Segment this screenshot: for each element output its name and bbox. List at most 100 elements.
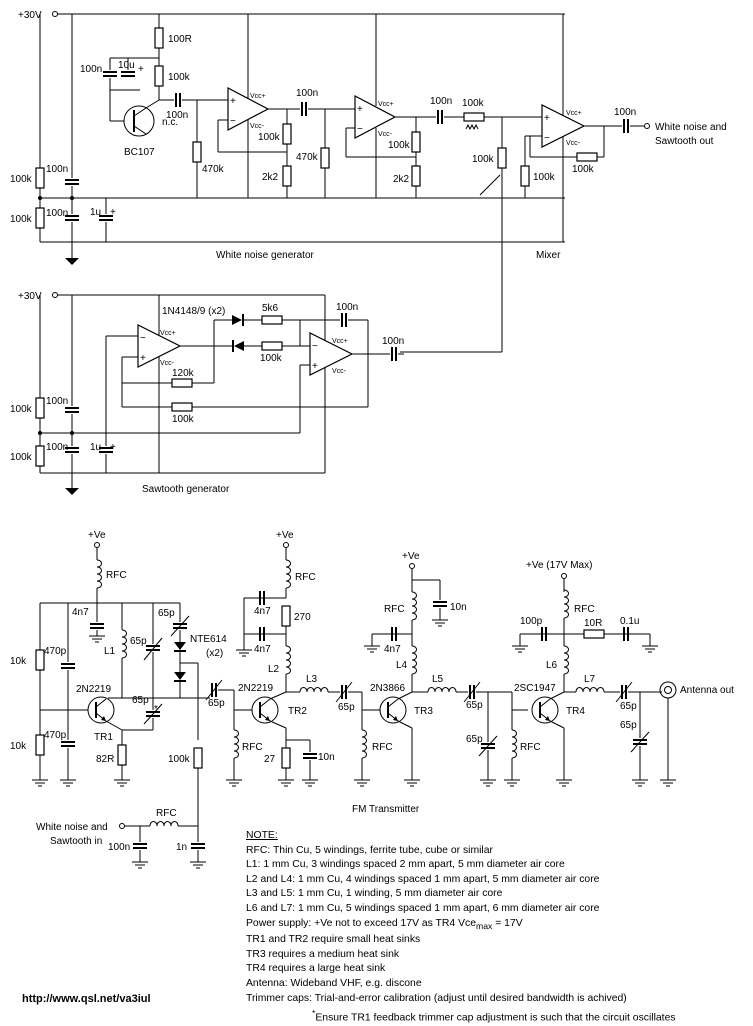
l3-label: L3 <box>306 674 318 685</box>
c65p-7-label: 65p <box>466 734 483 745</box>
c65p-5-label: 65p <box>338 702 355 713</box>
opamp-2: + − Vcc+ Vcc- <box>354 95 397 139</box>
r5k6-label: 5k6 <box>262 303 279 314</box>
tr-2n3866-label: 2N3866 <box>370 683 405 694</box>
c-div1-label: 100n <box>46 164 68 175</box>
white-noise-generator: +30V 100k 100k 100n 100n 1u + 100R <box>10 10 727 353</box>
r100k-a-label: 100k <box>168 72 191 83</box>
l4-label: L4 <box>396 660 408 671</box>
in-label-2: Sawtooth in <box>50 836 102 847</box>
transistor-tr3 <box>379 696 407 724</box>
svg-text:Vcc+: Vcc+ <box>250 93 266 100</box>
fm-transmitter-title: FM Transmitter <box>352 804 420 815</box>
input-terminal <box>119 823 125 829</box>
notes-heading: NOTE: <box>246 830 278 841</box>
note-footnote: *Ensure TR1 feedback trimmer cap adjustm… <box>312 1008 676 1024</box>
ve2-label: +Ve <box>276 530 294 541</box>
svg-text:−: − <box>312 341 318 352</box>
rfc2-label: RFC <box>242 742 263 753</box>
notes-block: NOTE: RFC: Thin Cu, 5 windings, ferrite … <box>246 829 746 1026</box>
nc-label: n.c. <box>162 117 178 128</box>
c1u-a-label: 1u <box>90 207 101 218</box>
x2-label: (x2) <box>206 648 223 659</box>
source-url[interactable]: http://www.qsl.net/va3iul <box>22 993 151 1005</box>
transistor-tr2 <box>251 696 279 724</box>
c65p-3-label: 65p <box>132 695 149 706</box>
transistor-tr1 <box>87 696 115 724</box>
c65p-1-label: 65p <box>158 608 175 619</box>
out-label-1: White noise and <box>655 122 727 133</box>
r-div1-label: 100k <box>10 174 33 185</box>
svg-text:Vcc-: Vcc- <box>332 368 347 375</box>
nte614-label: NTE614 <box>190 634 227 645</box>
r10R-label: 10R <box>584 618 602 629</box>
svg-text:+: + <box>357 104 363 115</box>
svg-text:−: − <box>357 124 363 135</box>
svg-text:−: − <box>544 133 550 144</box>
c470p-2-label: 470p <box>44 730 67 741</box>
svg-text:Vcc+: Vcc+ <box>378 101 394 108</box>
c10n-2-label: 10n <box>450 602 467 613</box>
c65p-6-label: 65p <box>466 700 483 711</box>
r27-label: 27 <box>264 754 276 765</box>
c-saw3-label: 100n <box>46 396 68 407</box>
note-line: L3 and L5: 1 mm Cu, 1 winding, 5 mm diam… <box>246 888 503 900</box>
svg-text:Vcc+: Vcc+ <box>332 338 348 345</box>
l6-label: L6 <box>546 660 558 671</box>
opamp-saw-2: −+ Vcc+ Vcc- <box>309 332 354 376</box>
ve3-label: +Ve <box>402 551 420 562</box>
svg-text:Vcc-: Vcc- <box>160 360 175 367</box>
svg-text:+: + <box>230 96 236 107</box>
v30-saw-label: +30V <box>18 291 42 302</box>
c100n-out-label: 100n <box>614 107 636 118</box>
r2k2-b-label: 2k2 <box>393 174 410 185</box>
c470p-1-label: 470p <box>44 646 67 657</box>
c100p-label: 100p <box>520 616 543 627</box>
c4n7-1-label: 4n7 <box>72 607 89 618</box>
l1-label: L1 <box>104 646 116 657</box>
r270-label: 270 <box>294 612 311 623</box>
c100n-c-label: 100n <box>296 88 318 99</box>
r100k-f-label: 100k <box>572 164 595 175</box>
note-line: TR4 requires a large heat sink <box>246 963 386 975</box>
svg-text:−: − <box>140 333 146 344</box>
l2-label: L2 <box>268 664 280 675</box>
c1n-label: 1n <box>176 842 187 853</box>
rfc6-label: RFC <box>574 604 595 615</box>
tr2-label: TR2 <box>288 706 307 717</box>
svg-text:Vcc-: Vcc- <box>378 131 393 138</box>
note-line: L2 and L4: 1 mm Cu, 4 windings spaced 1 … <box>246 873 600 885</box>
svg-text:+: + <box>110 207 116 218</box>
r100k-c-label: 100k <box>388 140 411 151</box>
in-label-1: White noise and <box>36 822 108 833</box>
r100k-e-label: 100k <box>533 172 556 183</box>
out-label-2: Sawtooth out <box>655 136 714 147</box>
antenna-out-label: Antenna out <box>680 685 734 696</box>
r100k-pot-label: 100k <box>462 98 485 109</box>
c10n-1-label: 10n <box>318 752 335 763</box>
sawtooth-generator: +30V 100k 100k 100n 100n 1u + −+ Vcc+ Vc… <box>10 291 404 495</box>
svg-text:+: + <box>138 64 144 75</box>
r100k-saw2-label: 100k <box>172 414 195 425</box>
svg-text:Vcc-: Vcc- <box>250 123 265 130</box>
r100k-b-label: 100k <box>258 132 281 143</box>
c100n-a-label: 100n <box>80 64 102 75</box>
transistor-tr4 <box>531 696 559 724</box>
output-terminal <box>644 123 650 129</box>
r82R-label: 82R <box>96 754 114 765</box>
c65p-8-label: 65p <box>620 701 637 712</box>
note-line: TR1 and TR2 require small heat sinks <box>246 934 421 946</box>
opamp-mixer: +− Vcc+ Vcc- <box>541 104 586 148</box>
sawtooth-title: Sawtooth generator <box>142 484 230 495</box>
fm-transmitter: +Ve RFC 4n7 L1 10k 10k 470p 470p <box>10 530 734 869</box>
antenna-connector <box>659 681 677 699</box>
note-line: L1: 1 mm Cu, 3 windings spaced 2 mm apar… <box>246 859 565 871</box>
r-saw3-label: 100k <box>10 404 33 415</box>
white-noise-title: White noise generator <box>216 250 315 261</box>
c10u-label: 10u <box>118 60 135 71</box>
c1u-b-label: 1u <box>90 442 101 453</box>
svg-text:+: + <box>140 353 146 364</box>
diode-label: 1N4148/9 (x2) <box>162 306 225 317</box>
r10k-2-label: 10k <box>10 741 27 752</box>
